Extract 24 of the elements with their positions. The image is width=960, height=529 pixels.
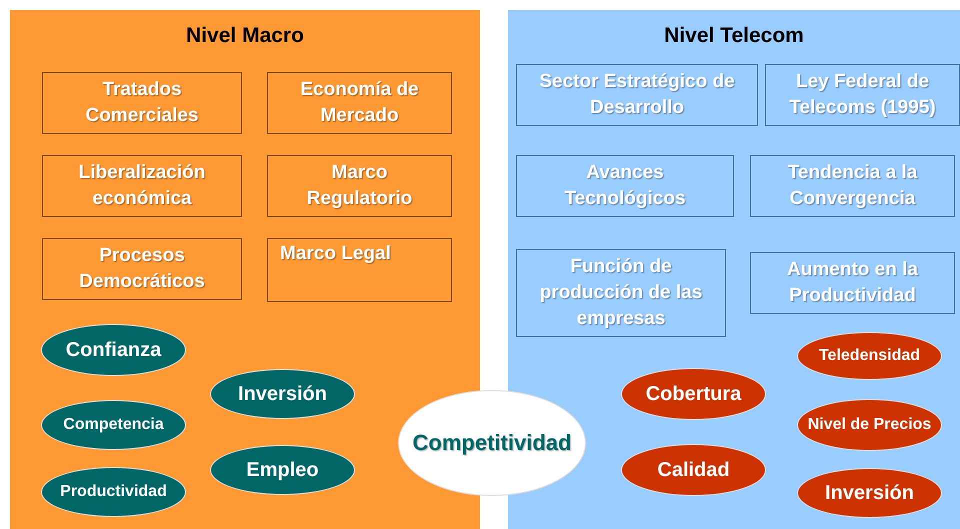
factor-box: Ley Federal de Telecoms (1995): [765, 64, 960, 126]
factor-box: Avances Tecnológicos: [516, 155, 734, 217]
factor-box: Aumento en la Productividad: [750, 252, 955, 314]
factor-ellipse: Inversión: [797, 468, 942, 518]
factor-box: Tendencia a la Convergencia: [750, 155, 955, 217]
factor-ellipse: Calidad: [621, 444, 766, 496]
factor-ellipse: Teledensidad: [797, 332, 942, 380]
factor-box: Liberalización económica: [42, 155, 242, 217]
factor-ellipse: Competencia: [41, 400, 186, 450]
factor-box: Tratados Comerciales: [42, 72, 242, 134]
factor-box: Sector Estratégico de Desarrollo: [516, 64, 758, 126]
factor-box: Procesos Democráticos: [42, 238, 242, 300]
factor-ellipse: Empleo: [210, 445, 355, 495]
factor-ellipse: Nivel de Precios: [797, 399, 942, 451]
factor-box: Función de producción de las empresas: [516, 249, 726, 337]
factor-ellipse: Confianza: [41, 324, 186, 376]
factor-box: Marco Legal: [267, 238, 452, 302]
factor-box: Marco Regulatorio: [267, 155, 452, 217]
factor-ellipse: Inversión: [210, 369, 355, 419]
panel-title: Nivel Macro: [185, 24, 305, 48]
factor-ellipse: Productividad: [41, 467, 186, 517]
factor-ellipse: Cobertura: [621, 368, 766, 420]
panel-title: Nivel Telecom: [663, 24, 805, 48]
factor-box: Economía de Mercado: [267, 72, 452, 134]
